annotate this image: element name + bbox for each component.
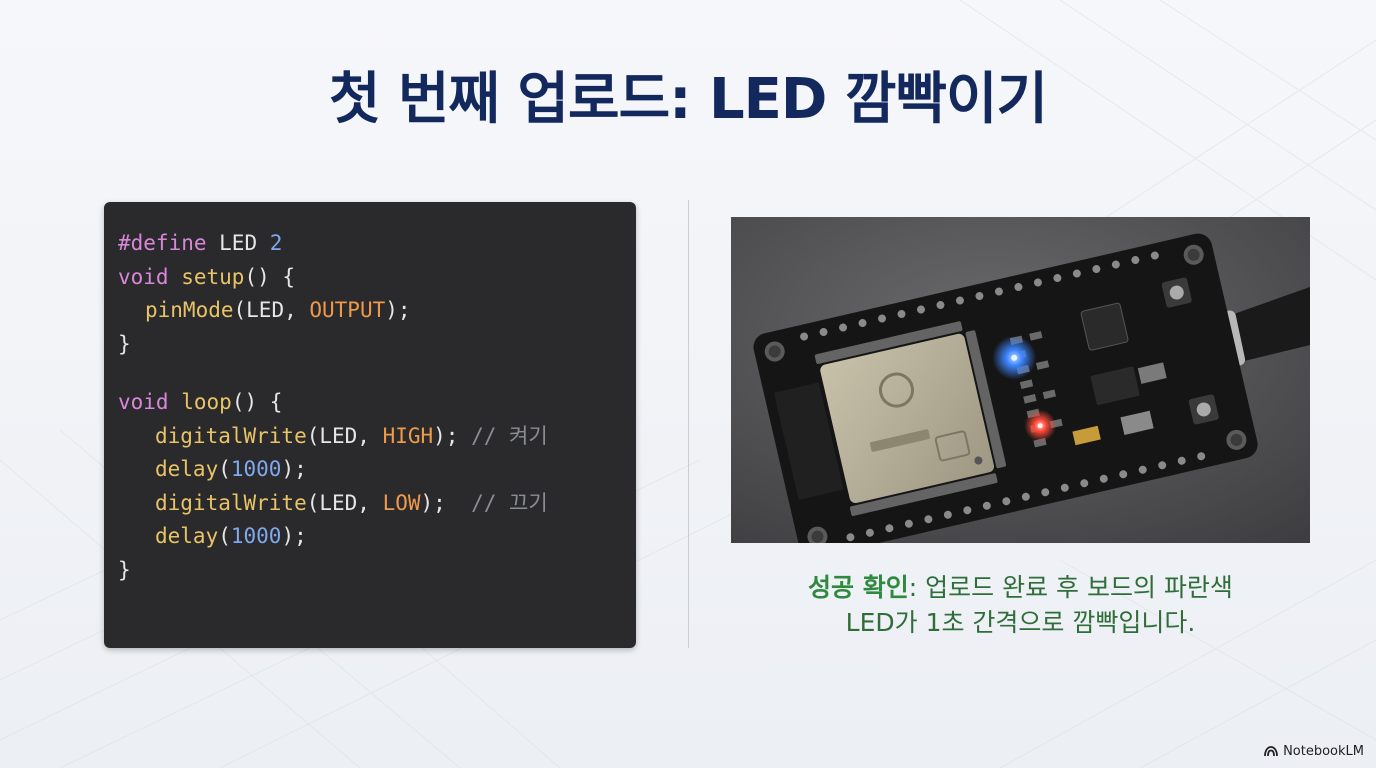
code-token: // 끄기 (471, 490, 548, 515)
code-token: () { (231, 390, 283, 414)
code-token: 1000 (230, 524, 282, 548)
code-token: ); (433, 423, 472, 448)
esp32-board-illustration (731, 217, 1310, 543)
esp32-board-image (731, 217, 1310, 543)
code-token: ( (218, 524, 231, 548)
notebooklm-logo-icon (1264, 746, 1278, 757)
code-line: void setup() { (104, 261, 636, 295)
code-token: // 켜기 (471, 423, 548, 448)
code-token: LOW (382, 490, 421, 515)
code-line: delay(1000); (104, 520, 636, 554)
code-token: } (118, 557, 131, 582)
code-token: } (118, 331, 131, 356)
code-token: 2 (269, 231, 283, 255)
code-token: ); (385, 298, 411, 322)
caption-text: : 업로드 완료 후 보드의 파란색 (908, 573, 1233, 602)
code-token: void (118, 264, 169, 289)
slide-title: 첫 번째 업로드: LED 깜빡이기 (328, 67, 1048, 132)
code-line: } (104, 328, 636, 362)
code-line: digitalWrite(LED, HIGH); // 켜기 (104, 420, 636, 454)
code-line (104, 361, 636, 386)
vertical-divider (688, 200, 689, 648)
code-token: pinMode (145, 298, 234, 322)
code-line: digitalWrite(LED, LOW); // 끄기 (104, 487, 636, 521)
code-token: () { (244, 264, 296, 289)
code-token: digitalWrite (155, 423, 307, 448)
code-line: void loop() { (104, 386, 636, 420)
code-token: LED (206, 231, 270, 255)
code-token: ); (281, 457, 307, 481)
brand-watermark: NotebookLM (1264, 744, 1364, 759)
code-line: } (104, 554, 636, 588)
code-token: delay (155, 524, 219, 548)
code-token: (LED, (306, 490, 383, 515)
code-token: HIGH (382, 423, 434, 448)
code-line: delay(1000); (104, 453, 636, 487)
code-token: (LED, (233, 298, 310, 322)
code-token (169, 265, 182, 289)
code-token: ( (218, 457, 231, 481)
code-token: OUTPUT (309, 298, 386, 322)
code-line: #define LED 2 (104, 227, 636, 261)
code-token: delay (155, 457, 219, 481)
code-token (169, 390, 182, 414)
code-token: #define (118, 231, 207, 255)
caption-highlight: 성공 확인 (808, 573, 909, 602)
brand-label: NotebookLM (1283, 744, 1364, 759)
code-token: ); (420, 490, 472, 515)
code-token: void (118, 390, 169, 414)
code-token: 1000 (230, 457, 282, 481)
code-token: digitalWrite (155, 490, 307, 515)
code-token: setup (181, 264, 245, 289)
code-token: loop (181, 390, 232, 414)
code-token: ); (281, 524, 307, 548)
code-line: pinMode(LED, OUTPUT); (104, 294, 636, 328)
code-token: (LED, (306, 423, 383, 448)
caption-line-2: LED가 1초 간격으로 깜빡입니다. (845, 608, 1196, 637)
success-caption: 성공 확인: 업로드 완료 후 보드의 파란색 LED가 1초 간격으로 깜빡입… (731, 570, 1310, 640)
